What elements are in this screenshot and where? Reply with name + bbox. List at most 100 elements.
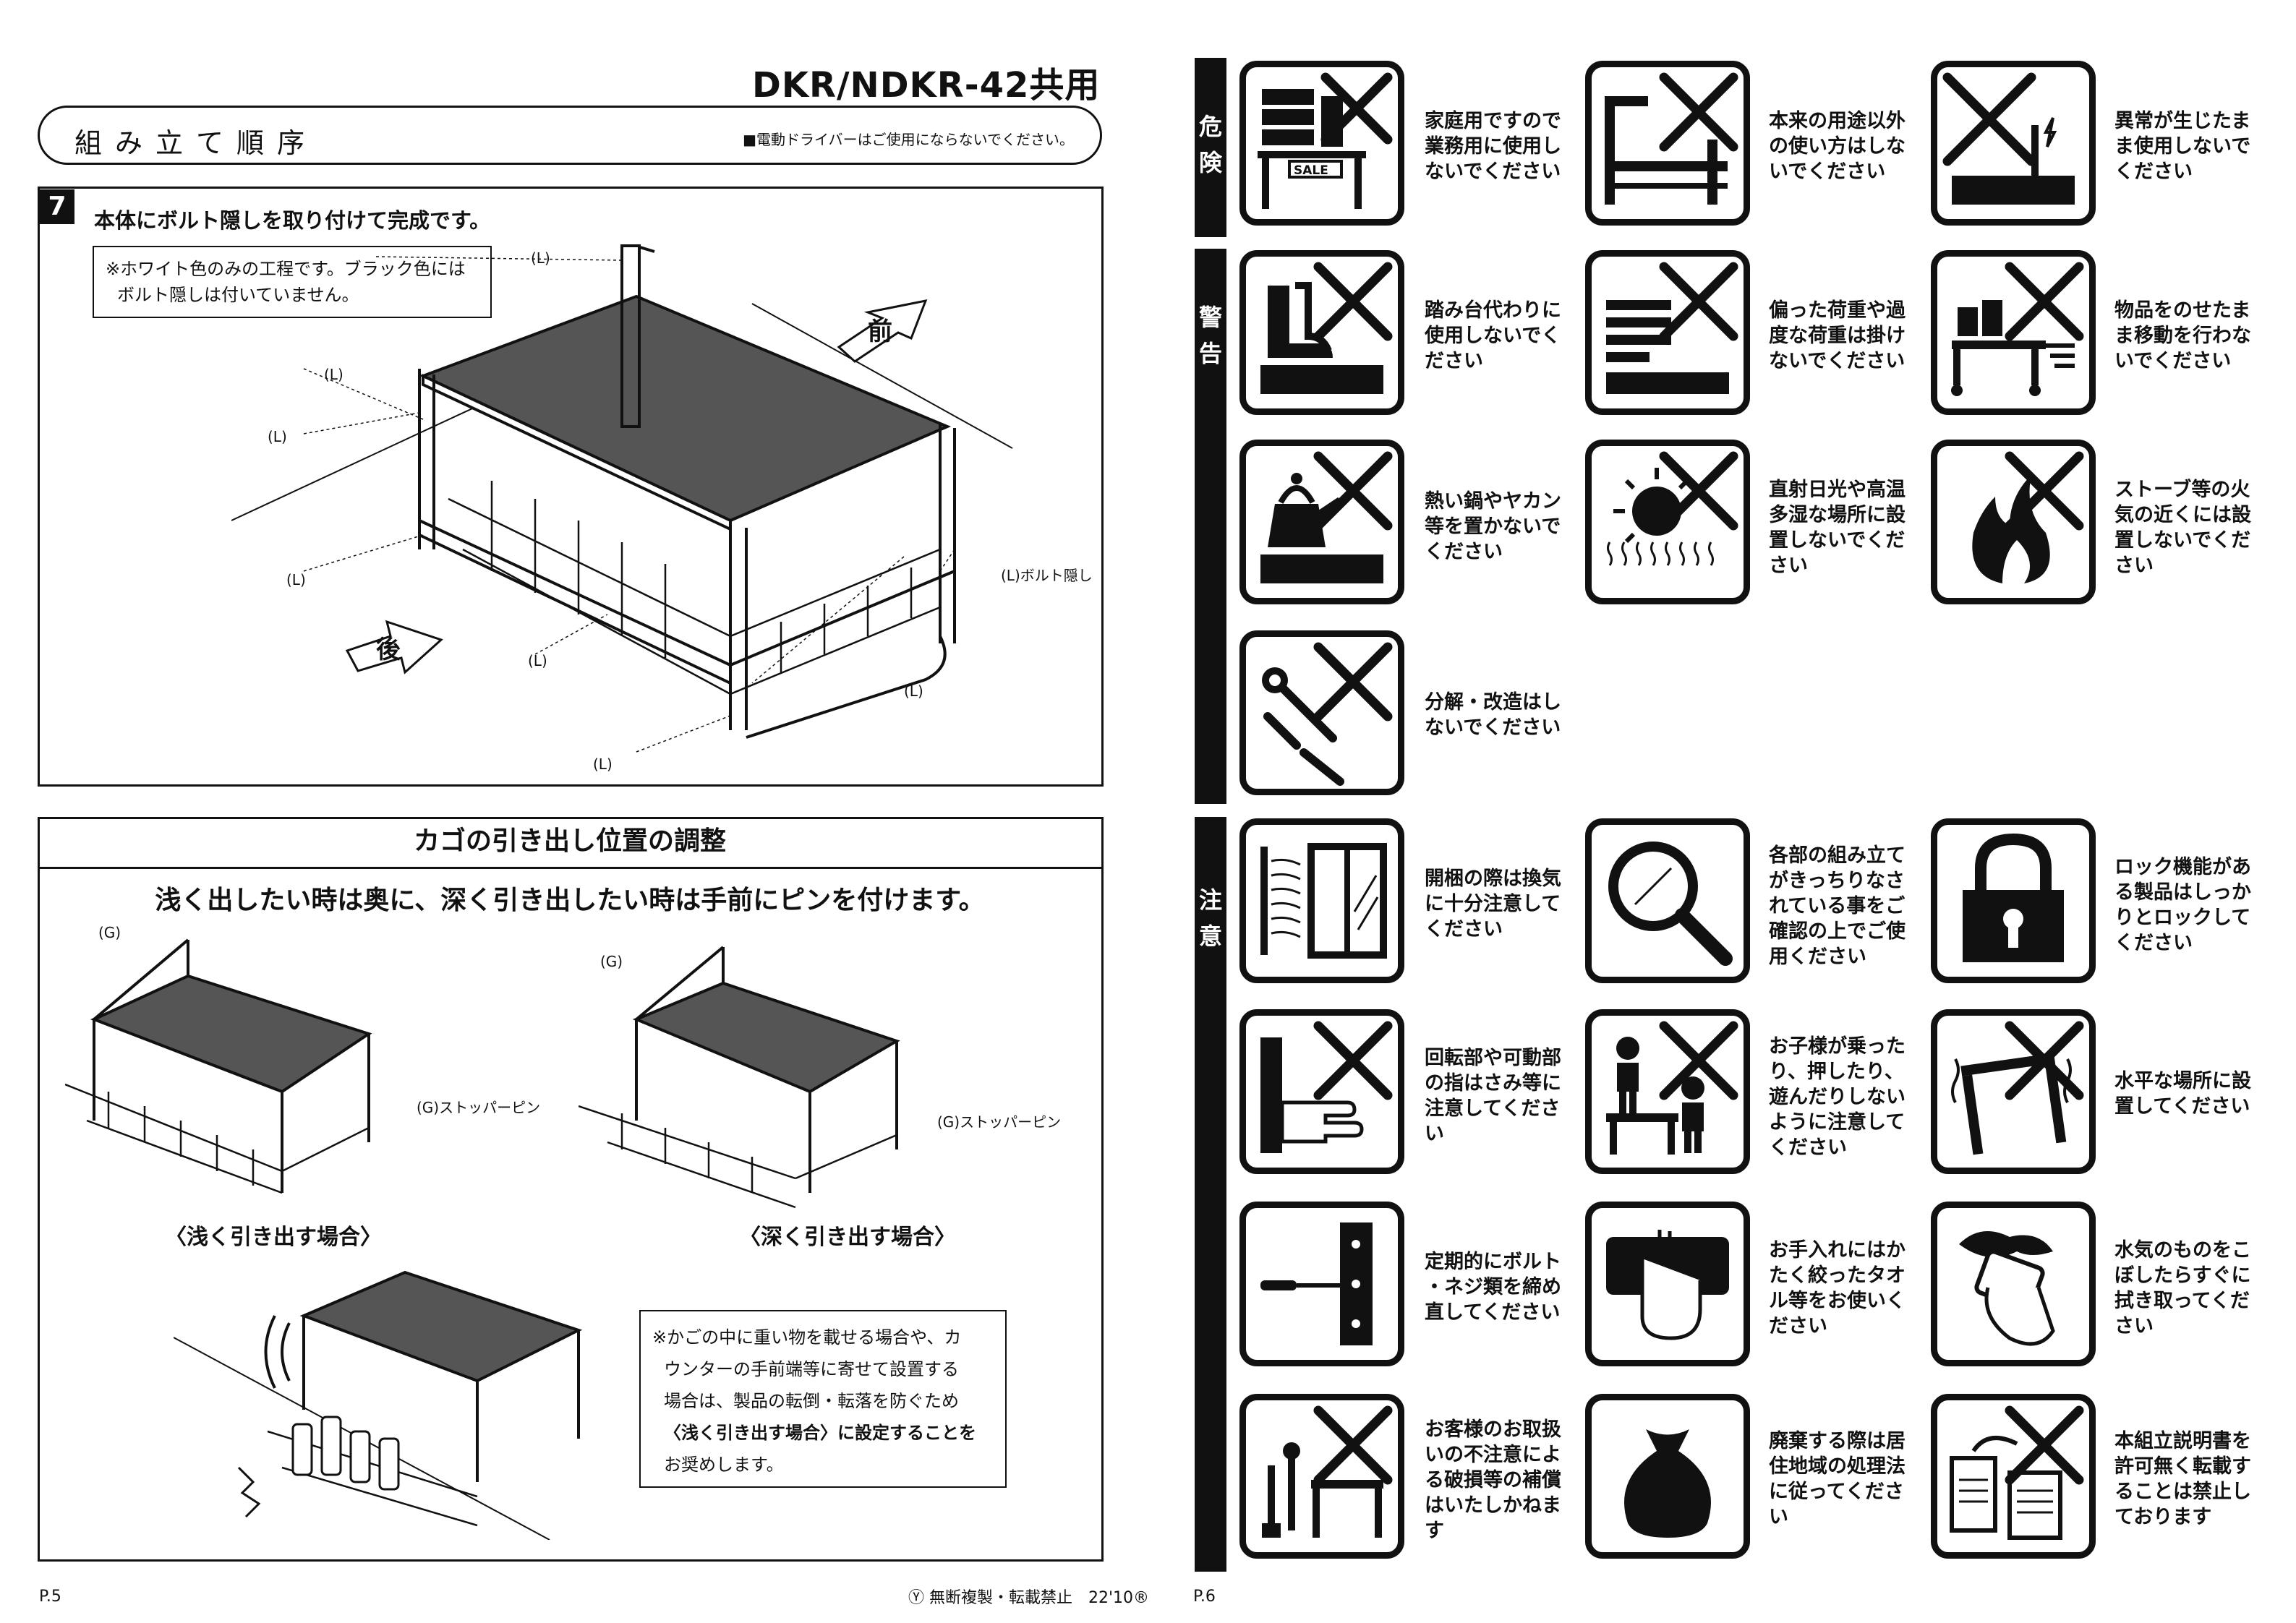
caution-text-line: 注意してくださ — [1425, 1097, 1561, 1120]
hot-kettle-icon — [1239, 440, 1404, 604]
caution-text-line: はいたしかねま — [1425, 1494, 1561, 1517]
caution-text-line: ロック機能があ — [2114, 856, 2251, 878]
note-line: 場合は、製品の転倒・転落を防ぐため — [664, 1391, 959, 1411]
caution-text-line: さい — [2114, 1315, 2154, 1337]
deep-caption: 〈深く引き出す場合〉 — [739, 1225, 956, 1250]
note-line: 〈浅く引き出す場合〉に設定することを — [664, 1423, 976, 1443]
caution-text-line: がきっちりなさ — [1769, 870, 1905, 892]
warning-text-line: 置しないでくだ — [1769, 529, 1905, 552]
caution-text: 本組立説明書を許可無く転載することは禁止しております — [2114, 1429, 2259, 1530]
caution-text-line: 置してください — [2114, 1095, 2250, 1118]
caution-category-bar: 注 意 — [1195, 817, 1226, 1572]
caution-text-line: る破損等の補償 — [1425, 1469, 1561, 1491]
category-char: 意 — [1198, 922, 1222, 950]
warning-text-line: 踏み台代わりに — [1425, 299, 1561, 322]
caution-text-line: に十分注意して — [1425, 893, 1561, 915]
warning-text-line: 業務用に使用し — [1425, 135, 1561, 158]
caution-text-line: い — [1425, 1123, 1444, 1145]
warning-text: 直射日光や高温多湿な場所に設置しないでください — [1769, 477, 1913, 578]
caution-text-line: お子様が乗った — [1769, 1035, 1905, 1058]
warning-text: 分解・改造はしないでください — [1425, 690, 1569, 740]
bolt-cover-label: (L) — [324, 366, 343, 383]
warning-text-line: 本来の用途以外 — [1769, 110, 1905, 132]
caution-text-line: りとロックして — [2114, 907, 2251, 929]
caution-text-line: ださい — [1769, 1315, 1827, 1337]
lock-icon — [1931, 818, 2096, 983]
moving-load-icon — [1931, 250, 2096, 415]
finger-pinch-icon — [1239, 1009, 1404, 1174]
warning-text-line: 多湿な場所に設 — [1769, 504, 1905, 526]
bolt-cover-label: (L) — [904, 682, 923, 700]
warning-text-line: ま移動を行わな — [2114, 325, 2251, 347]
warning-text: 踏み台代わりに使用しないでください — [1425, 298, 1569, 374]
warning-text-line: 物品をのせたま — [2114, 299, 2251, 322]
store-shelf-icon: SALE — [1239, 61, 1404, 226]
warning-text-line: 使用しないでく — [1425, 325, 1561, 347]
stopper-pin-label: (G)ストッパーピン — [417, 1099, 541, 1116]
bolt-cover-label: (L) — [531, 249, 550, 267]
garbage-bag-icon — [1585, 1394, 1750, 1559]
caution-text-line: い — [1769, 1506, 1788, 1528]
caution-text-line: 拭き取ってくだ — [2114, 1290, 2250, 1312]
deep-pull-illustration — [579, 946, 900, 1209]
warning-text-line: さい — [2114, 554, 2154, 577]
caution-text: 水平な場所に設置してください — [2114, 1069, 2259, 1119]
warning-text-line: 分解・改造はし — [1425, 691, 1561, 714]
caution-text-line: 廃棄する際は居 — [1769, 1430, 1905, 1452]
warning-text-line: ください — [2114, 160, 2193, 183]
warning-text: 異常が生じたまま使用しないでください — [2114, 108, 2259, 184]
water-wipe-icon — [1931, 1202, 2096, 1366]
warning-text: 家庭用ですので業務用に使用しないでください — [1425, 108, 1569, 184]
warning-text-line: ストーブ等の火 — [2114, 479, 2250, 501]
caution-text-line: 各部の組み立て — [1769, 844, 1905, 867]
caution-text-line: り、押したり、 — [1769, 1061, 1904, 1083]
note-line: ボルト隠しは付いていません。 — [117, 285, 359, 305]
caution-text-line: 定期的にボルト — [1425, 1251, 1561, 1273]
caution-text-line: ください — [1425, 918, 1503, 941]
warning-text-line: ないでください — [1425, 160, 1561, 183]
magnifier-icon — [1585, 818, 1750, 983]
adjust-subtitle: 浅く出したい時は奥に、深く引き出したい時は手前にピンを付けます。 — [155, 886, 985, 915]
sun-humidity-icon — [1585, 440, 1750, 604]
caution-text-line: いの不注意によ — [1425, 1444, 1561, 1466]
warning-text: ストーブ等の火気の近くには設置しないでください — [2114, 477, 2259, 578]
caution-text-line: る製品はしっか — [2114, 881, 2251, 904]
note-line: ウンターの手前端等に寄せて設置する — [664, 1359, 959, 1379]
bolt-cover-label: (L) — [268, 428, 287, 445]
warning-text-line: さい — [1769, 554, 1808, 577]
category-char: 危 — [1198, 113, 1222, 140]
caution-text-line: の指はさみ等に — [1425, 1072, 1561, 1095]
page-number-left: P.5 — [39, 1588, 61, 1606]
ventilation-icon — [1239, 818, 1404, 983]
warning-text: 物品をのせたまま移動を行わないでください — [2114, 298, 2259, 374]
copy-prohibited-icon — [1931, 1394, 2096, 1559]
caution-text-line: す — [1425, 1520, 1444, 1542]
caution-text: お手入れにはかたく絞ったタオル等をお使いください — [1769, 1238, 1913, 1339]
adjust-frame — [38, 817, 1104, 1562]
fire-icon — [1931, 440, 2096, 604]
shallow-pull-illustration — [65, 938, 372, 1194]
caution-text: 定期的にボルト・ネジ類を締め直してください — [1425, 1249, 1569, 1325]
warning-text: 本来の用途以外の使い方はしないでください — [1769, 108, 1913, 184]
disassemble-icon — [1239, 630, 1404, 795]
warning-text-line: ないでください — [1425, 716, 1561, 739]
warning-text-line: 偏った荷重や過 — [1769, 299, 1905, 322]
caution-text-line: 許可無く転載す — [2114, 1455, 2251, 1478]
caution-text-line: 開梱の際は換気 — [1425, 868, 1561, 890]
caution-text-line: 水気のものをこ — [2114, 1239, 2251, 1262]
caution-text-line: 確認の上でご使 — [1769, 920, 1905, 943]
caution-text-line: 直してください — [1425, 1301, 1561, 1324]
caution-text-line: 遊んだりしない — [1769, 1086, 1905, 1108]
step-instruction: 本体にボルト隠しを取り付けて完成です。 — [94, 208, 491, 233]
warning-text-line: 直射日光や高温 — [1769, 479, 1905, 501]
page-number-right: P.6 — [1193, 1588, 1216, 1606]
level-place-icon — [1931, 1009, 2096, 1174]
caution-text: 水気のものをこぼしたらすぐに拭き取ってください — [2114, 1238, 2259, 1339]
note-line: お奨めします。 — [664, 1455, 784, 1475]
warning-text-line: ださい — [1425, 350, 1483, 372]
step7-frame — [38, 187, 1104, 787]
caution-text-line: に従ってくださ — [1769, 1481, 1904, 1503]
caution-text: 廃棄する際は居住地域の処理法に従ってください — [1769, 1429, 1913, 1530]
caution-text: 回転部や可動部の指はさみ等に注意してください — [1425, 1045, 1569, 1147]
caution-text: お客様のお取扱いの不注意による破損等の補償はいたしかねます — [1425, 1417, 1569, 1543]
